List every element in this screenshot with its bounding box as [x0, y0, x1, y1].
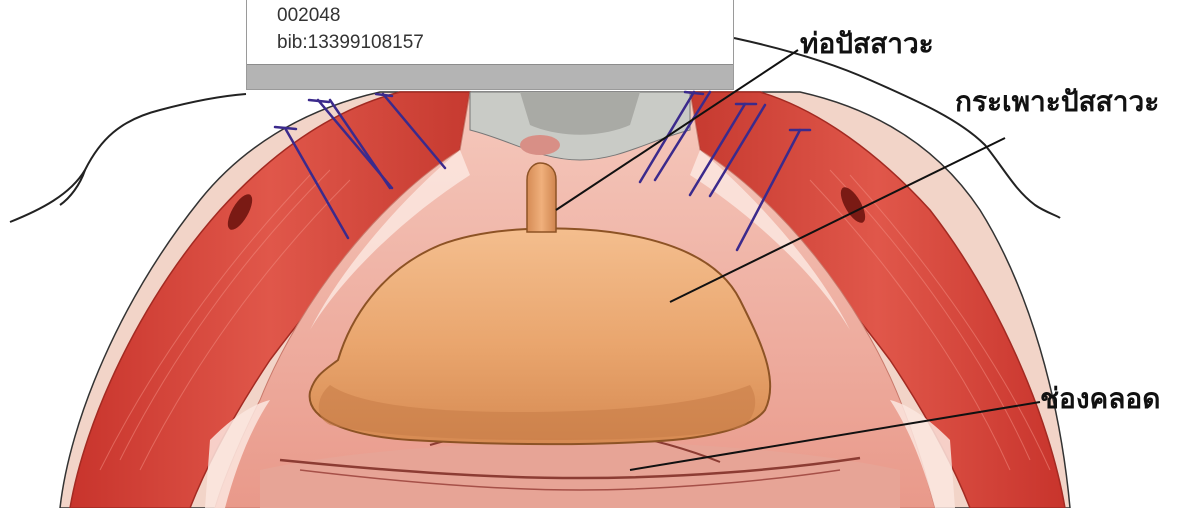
label-bladder: กระเพาะปัสสาวะ [955, 88, 1159, 116]
label-urethra: ท่อปัสสาวะ [800, 30, 934, 58]
card-footer-bar [247, 64, 733, 89]
card-bib-text: bib:13399108157 [277, 33, 424, 52]
overlay-card: 002048 bib:13399108157 [246, 0, 734, 90]
card-id-text: 002048 [277, 6, 340, 25]
label-vagina: ช่องคลอด [1040, 385, 1160, 413]
urethra [527, 163, 556, 232]
urethral-meatus [520, 135, 560, 155]
